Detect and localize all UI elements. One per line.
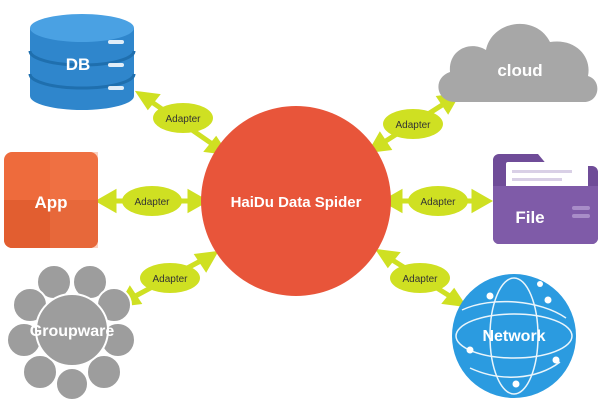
database-icon: DB (28, 14, 136, 110)
arrowhead-db-a (134, 90, 161, 111)
hub-label: HaiDu Data Spider (231, 194, 362, 211)
hub: HaiDu Data Spider (201, 106, 391, 296)
arrowhead-file-b (471, 188, 494, 214)
folder-icon: File (493, 154, 598, 244)
adapter-label-network: Adapter (402, 274, 438, 285)
cloud-icon: cloud (438, 23, 598, 102)
arrowhead-groupware-b (193, 250, 219, 273)
adapter-label-cloud: Adapter (395, 120, 431, 131)
app-tile-icon: App (4, 152, 98, 248)
app-label: App (34, 193, 67, 212)
adapter-badge-file: Adapter (408, 186, 468, 216)
arrowhead-network-b (441, 287, 468, 308)
groupware-label: Groupware (30, 323, 115, 340)
cloud-label: cloud (497, 61, 542, 80)
adapter-label-groupware: Adapter (152, 274, 188, 285)
adapter-badge-network: Adapter (390, 263, 450, 293)
network-label: Network (482, 328, 545, 345)
hub-circle (201, 106, 391, 296)
db-label: DB (66, 55, 91, 74)
arrowhead-network-a (374, 248, 401, 269)
arrowhead-file-a (380, 188, 403, 214)
arrowhead-app-b (187, 188, 210, 214)
groupware-network-icon: Groupware (6, 264, 136, 400)
adapter-badge-cloud: Adapter (383, 109, 443, 139)
adapter-badge-groupware: Adapter (140, 263, 200, 293)
arrowhead-cloud-a (367, 131, 393, 154)
globe-network-icon: Network (452, 274, 576, 398)
adapter-label-db: Adapter (165, 114, 201, 125)
adapter-badge-app: Adapter (122, 186, 182, 216)
arrowhead-app-a (94, 188, 117, 214)
adapter-label-app: Adapter (134, 197, 170, 208)
adapter-badge-db: Adapter (153, 103, 213, 133)
adapter-badges: Adapter Adapter Adapter Adapter Adapter … (122, 103, 468, 293)
adapter-label-file: Adapter (420, 197, 456, 208)
file-label: File (515, 208, 544, 227)
